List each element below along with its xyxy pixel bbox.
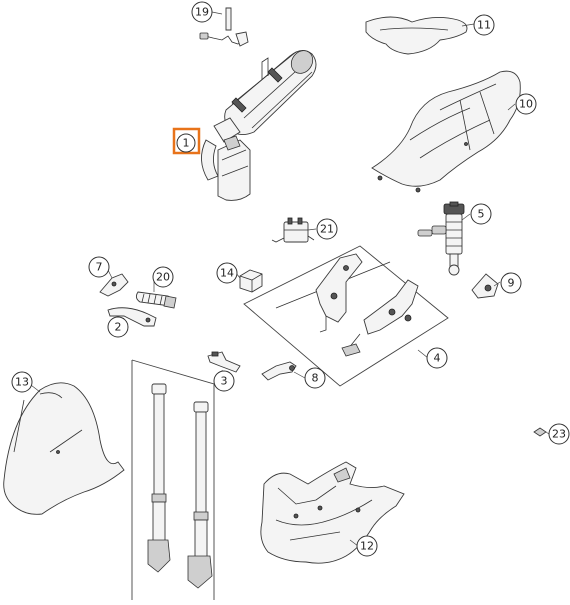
part-19-sensor-cable[interactable] <box>199 7 249 47</box>
callout-12[interactable]: 12 <box>356 535 378 557</box>
part-13-front-fairing[interactable] <box>3 382 125 515</box>
callout-14-label: 14 <box>220 267 234 280</box>
callout-13-label: 13 <box>15 376 29 389</box>
callout-7-label: 7 <box>96 261 103 274</box>
callout-11[interactable]: 11 <box>473 14 495 36</box>
part-4-footrest-assembly[interactable] <box>243 245 449 387</box>
part-1-exhaust-silencer[interactable] <box>201 46 317 201</box>
callout-10[interactable]: 10 <box>515 93 537 115</box>
part-7-lever-bracket[interactable] <box>99 273 129 297</box>
part-3-brake-lever[interactable] <box>207 351 241 373</box>
callout-7[interactable]: 7 <box>88 256 110 278</box>
part-10-seat[interactable] <box>371 70 521 193</box>
callout-19[interactable]: 19 <box>191 1 213 23</box>
callout-20-label: 20 <box>156 271 170 284</box>
part-14-cube[interactable] <box>239 269 263 293</box>
callout-13[interactable]: 13 <box>11 371 33 393</box>
callout-2-label: 2 <box>115 321 122 334</box>
callout-20[interactable]: 20 <box>152 266 174 288</box>
part-20-throttle-grip[interactable] <box>135 291 177 309</box>
callout-1-label: 1 <box>183 137 190 150</box>
callout-8-label: 8 <box>312 372 319 385</box>
part-5-shock-absorber[interactable] <box>417 201 465 276</box>
part-23-clip[interactable] <box>533 427 547 437</box>
callout-2[interactable]: 2 <box>107 316 129 338</box>
callout-1[interactable]: 1 <box>172 127 201 155</box>
callout-5[interactable]: 5 <box>470 203 492 225</box>
callout-23[interactable]: 23 <box>548 423 570 445</box>
callout-4[interactable]: 4 <box>426 347 448 369</box>
part-9-bracket[interactable] <box>471 273 499 299</box>
front-fork-assembly[interactable] <box>131 359 215 600</box>
callout-3-label: 3 <box>221 375 228 388</box>
callout-19-label: 19 <box>195 6 209 19</box>
callout-21-label: 21 <box>320 223 334 236</box>
callout-10-label: 10 <box>519 98 533 111</box>
callout-11-label: 11 <box>477 19 491 32</box>
part-2-lever[interactable] <box>107 307 157 327</box>
part-8-lever[interactable] <box>261 361 297 381</box>
callout-12-label: 12 <box>360 540 374 553</box>
callout-9-label: 9 <box>508 277 515 290</box>
callout-14[interactable]: 14 <box>216 262 238 284</box>
callout-21[interactable]: 21 <box>316 218 338 240</box>
callout-23-label: 23 <box>552 428 566 441</box>
callout-9[interactable]: 9 <box>500 272 522 294</box>
callout-8[interactable]: 8 <box>304 367 326 389</box>
part-21-electrical-module[interactable] <box>271 217 315 243</box>
part-11-seat-cover[interactable] <box>365 16 468 55</box>
callout-5-label: 5 <box>478 208 485 221</box>
part-12-skid-plate[interactable] <box>260 461 405 564</box>
callout-3[interactable]: 3 <box>213 370 235 392</box>
callout-4-label: 4 <box>434 352 441 365</box>
